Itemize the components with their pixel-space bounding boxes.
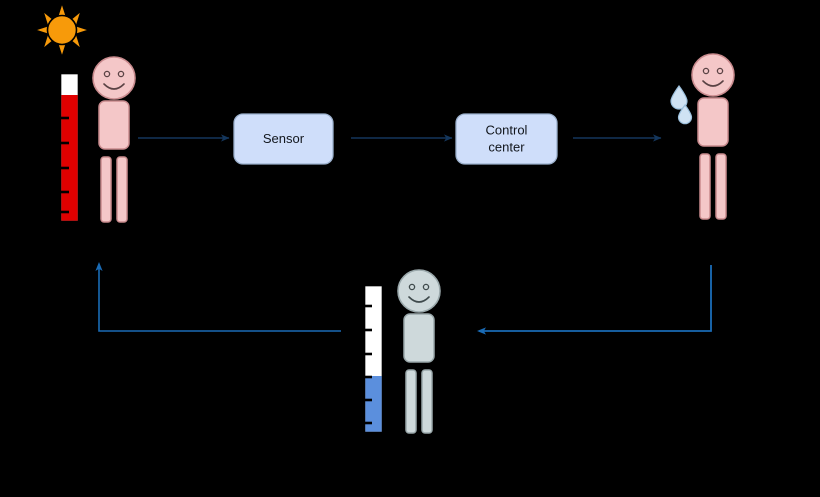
person-eye-left xyxy=(103,70,111,78)
arrow-effector-to-result-head xyxy=(477,327,486,335)
person-head xyxy=(691,53,735,97)
person-eye-left xyxy=(702,67,710,75)
sweating-person xyxy=(670,53,735,220)
sweat-drop-icon-2 xyxy=(677,104,693,125)
sensor-box[interactable]: Sensor xyxy=(233,113,334,165)
person-leg-right xyxy=(421,369,433,434)
person-leg-right xyxy=(715,153,727,220)
thermometer-low-ticks xyxy=(364,304,372,425)
person-leg-left xyxy=(699,153,711,220)
person-eye-right xyxy=(422,283,430,291)
person-leg-right xyxy=(116,156,128,223)
arrow-result-to-stimulus-head xyxy=(95,262,103,271)
control-center-label-line2: center xyxy=(488,139,525,154)
cooled-person xyxy=(397,269,441,434)
person-head xyxy=(397,269,441,313)
person-eye-left xyxy=(408,283,416,291)
sensor-box-label: Sensor xyxy=(263,131,305,146)
overheated-person xyxy=(92,56,136,223)
sweat-drop-icon-1 xyxy=(670,85,688,110)
control-center-box[interactable]: Control center xyxy=(455,113,558,165)
person-leg-left xyxy=(405,369,417,434)
arrow-effector-to-result-line xyxy=(479,265,712,332)
person-smile xyxy=(408,296,430,303)
person-eye-right xyxy=(716,67,724,75)
sweat-drop-group xyxy=(670,85,693,125)
arrow-effector-to-result xyxy=(479,265,712,332)
arrow-result-to-stimulus-line xyxy=(98,266,341,332)
person-smile xyxy=(103,83,125,90)
person-torso xyxy=(98,100,130,150)
thermometer-low xyxy=(362,283,385,435)
control-center-label-line1: Control xyxy=(486,122,528,137)
person-smile xyxy=(702,80,724,87)
person-leg-left xyxy=(100,156,112,223)
person-torso xyxy=(403,313,435,363)
sun-icon xyxy=(34,2,90,58)
thermometer-high xyxy=(58,71,81,224)
person-eye-right xyxy=(117,70,125,78)
person-head xyxy=(92,56,136,100)
person-torso xyxy=(697,97,729,147)
thermometer-high-ticks xyxy=(60,116,69,214)
